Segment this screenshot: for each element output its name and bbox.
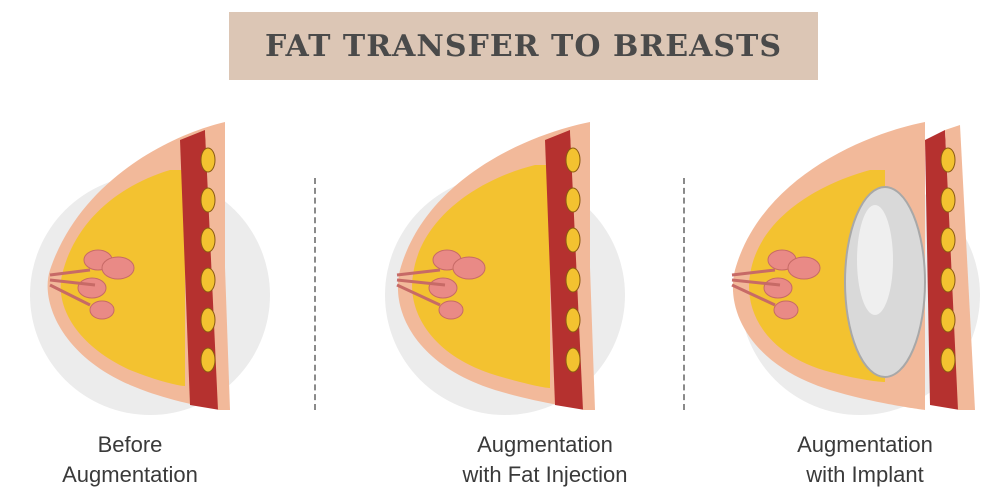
divider-2 — [683, 178, 685, 410]
caption-line-1: Before — [20, 430, 240, 460]
caption-fat-injection: Augmentation with Fat Injection — [425, 430, 665, 490]
breast-illustration-implant — [720, 110, 981, 420]
caption-line-2: with Implant — [760, 460, 970, 490]
caption-line-1: Augmentation — [760, 430, 970, 460]
title-banner: FAT TRANSFER TO BREASTS — [229, 12, 818, 80]
caption-line-2: with Fat Injection — [425, 460, 665, 490]
panel-fat-injection — [385, 110, 685, 420]
caption-implant: Augmentation with Implant — [760, 430, 970, 490]
panel-before-augmentation — [20, 110, 320, 420]
caption-line-2: Augmentation — [20, 460, 240, 490]
divider-1 — [314, 178, 316, 410]
breast-illustration-before — [20, 110, 320, 420]
caption-before-augmentation: Before Augmentation — [20, 430, 240, 490]
implant-highlight — [857, 205, 893, 315]
panel-implant — [720, 110, 981, 420]
breast-illustration-fat-injection — [385, 110, 685, 420]
caption-line-1: Augmentation — [425, 430, 665, 460]
page-title: FAT TRANSFER TO BREASTS — [265, 29, 782, 64]
